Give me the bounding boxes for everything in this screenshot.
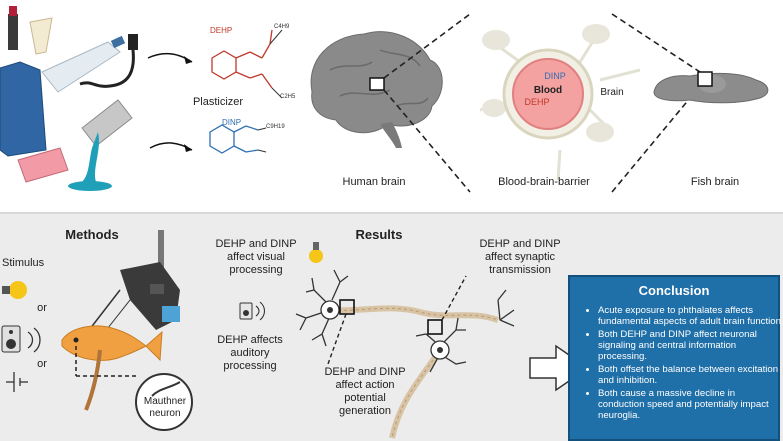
vessel-dehp-label: DEHP [524, 97, 550, 107]
conclusion-list: Acute exposure to phthalates affects fun… [588, 305, 783, 423]
vessel-dinp-label: DINP [544, 71, 566, 81]
chem-subscript-c: C9H19 [266, 124, 285, 130]
result-auditory: DEHP affects auditory processing [217, 334, 283, 372]
fish-icon [61, 325, 163, 411]
jug-icon [0, 61, 47, 157]
chem-subscript-a: C4H9 [274, 24, 290, 30]
neuron-icon [295, 269, 515, 439]
human-brain-label: Human brain [342, 176, 406, 188]
fish-zoom-box [697, 71, 713, 87]
lipstick-icon [8, 6, 18, 50]
mauthner-axon [151, 381, 181, 397]
results-title: Results [355, 227, 403, 242]
speaker-icon [1, 325, 41, 353]
result-synaptic: DEHP and DINP affect synaptic transmissi… [479, 238, 561, 276]
dinp-chem-label: DINP [222, 118, 242, 127]
dehp-chem-label: DEHP [210, 26, 233, 35]
stimulus-label: Stimulus [2, 257, 45, 269]
arrow-icon [147, 52, 193, 152]
mauthner-label: Mauthner neuron [143, 396, 187, 419]
plasticizer-label: Plasticizer [192, 96, 244, 108]
conclusion-item: Both DEHP and DINP affect neuronal signa… [598, 329, 783, 362]
synapse-zoom-box-2 [427, 319, 443, 335]
speaker-icon [239, 301, 266, 321]
bottle-icon [41, 35, 126, 93]
mauthner-neuron-icon [135, 373, 193, 431]
dehp-sidechain [269, 29, 283, 99]
methods-title: Methods [65, 227, 119, 242]
fish-brain-label: Fish brain [690, 176, 740, 188]
cable-icon [79, 34, 138, 88]
lightbulb-icon [309, 242, 323, 263]
mauthner-connector [75, 346, 136, 377]
dinp-sidechain [257, 127, 267, 153]
battery-icon [6, 372, 28, 392]
conclusion-title: Conclusion [638, 283, 710, 298]
zoom-lines [383, 13, 701, 193]
conclusion-item: Both offset the balance between excitati… [598, 364, 783, 386]
results-connectors [327, 275, 467, 365]
bbb-label: Blood-brain-barrier [498, 176, 590, 188]
result-visual: DEHP and DINP affect visual processing [215, 238, 297, 276]
or-label-2: or [37, 358, 47, 370]
cup-icon [29, 17, 53, 55]
dinp-structure [209, 124, 259, 154]
lightbulb-icon [2, 281, 27, 299]
section-divider [0, 212, 783, 214]
conclusion-item: Both cause a massive decline in conducti… [598, 388, 783, 421]
or-label-1: or [37, 302, 47, 314]
conclusion-item: Acute exposure to phthalates affects fun… [598, 305, 783, 327]
dehp-structure [211, 29, 273, 89]
paint-can-icon [68, 99, 133, 191]
blood-label: Blood [533, 85, 563, 96]
conclusion-box: Conclusion Acute exposure to phthalates … [568, 275, 783, 441]
electrode-rig-icon [85, 230, 180, 339]
result-action-potential: DEHP and DINP affect action potential ge… [324, 366, 406, 417]
brain-label: Brain [600, 87, 624, 98]
eraser-icon [17, 147, 69, 183]
synapse-zoom-box [339, 299, 355, 315]
brain-zoom-box [369, 77, 385, 91]
chem-subscript-b: C2H5 [280, 94, 296, 100]
bbb-icon [479, 24, 641, 181]
